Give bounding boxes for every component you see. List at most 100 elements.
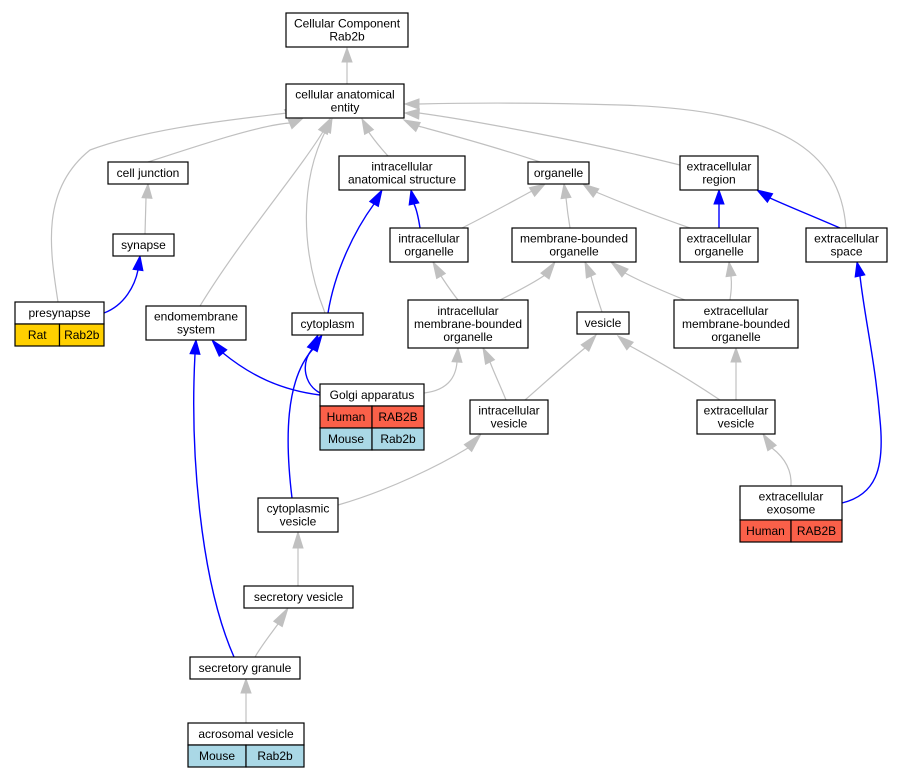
gene-label: RAB2B <box>378 410 417 424</box>
arrowhead <box>403 108 420 120</box>
edge-ext_org-to-ext_region <box>713 188 725 228</box>
node-cytoplasm[interactable]: cytoplasm <box>291 312 364 336</box>
edge-embo-to-ext_org <box>725 260 737 301</box>
arrowhead <box>755 189 774 204</box>
edge-line <box>841 275 882 504</box>
edge-line <box>199 129 325 307</box>
edge-ext_ves-to-vesicle <box>616 334 721 401</box>
node-synapse[interactable]: synapse <box>112 233 175 257</box>
species-row-rat: Rat Rab2b <box>14 323 105 347</box>
edge-line <box>729 275 733 301</box>
node-label: organelle <box>443 330 493 344</box>
node-sec-gran[interactable]: secretory granule <box>189 656 301 680</box>
node-label: presynapse <box>28 306 90 320</box>
arrowhead <box>272 606 290 628</box>
arrowhead <box>307 333 323 353</box>
node-cell-junction[interactable]: cell junction <box>107 161 189 185</box>
arrowhead <box>713 188 725 205</box>
edge-vesicle-to-mbo <box>584 260 603 313</box>
node-label: organelle <box>549 245 599 259</box>
node-box <box>257 497 339 533</box>
edge-line <box>222 352 321 396</box>
edge-ext_region-to-cae <box>403 108 681 166</box>
node-label: intracellular <box>437 304 498 318</box>
species-label: Rat <box>28 328 47 342</box>
edge-line <box>418 112 681 166</box>
edge-line <box>413 203 421 229</box>
node-box <box>407 299 529 349</box>
edge-ext_space-to-ext_region <box>755 189 841 229</box>
node-box <box>696 399 776 435</box>
edge-imbo-to-intra_org <box>432 260 459 301</box>
node-box <box>679 155 759 191</box>
arrowhead <box>320 117 333 135</box>
edge-ext_space-to-cae <box>403 98 847 229</box>
node-label: Rab2b <box>329 30 365 44</box>
arrowhead <box>292 530 304 549</box>
species-row-human: Human RAB2B <box>319 405 425 429</box>
arrowhead <box>580 333 598 353</box>
edge-line <box>417 125 541 163</box>
edge-embo-to-mbo <box>609 260 686 301</box>
node-label: cytoplasmic <box>267 502 330 516</box>
species-label: Human <box>327 410 366 424</box>
node-label: organelle <box>694 245 744 259</box>
gene-label: Rab2b <box>64 328 100 342</box>
node-box <box>469 399 549 435</box>
node-box <box>389 227 469 263</box>
edge-exosome-to-ext_space <box>841 260 882 504</box>
node-vesicle[interactable]: vesicle <box>576 311 630 335</box>
node-box <box>291 312 364 336</box>
gene-cell <box>790 519 843 543</box>
arrowhead <box>482 346 496 365</box>
edge-line <box>440 275 459 301</box>
edge-line <box>103 269 139 314</box>
node-label: system <box>177 323 215 337</box>
node-organelle[interactable]: organelle <box>527 161 590 185</box>
arrowhead <box>730 346 742 363</box>
edge-line <box>367 130 389 157</box>
edge-line <box>327 203 375 314</box>
arrowhead <box>132 254 144 272</box>
edge-cytoplasm-to-cae <box>305 117 333 314</box>
node-box <box>739 485 843 521</box>
node-box <box>285 12 409 48</box>
arrowhead <box>581 183 600 198</box>
node-label: organelle <box>711 330 761 344</box>
gene-cell <box>58 323 105 347</box>
node-label: organelle <box>404 245 454 259</box>
arrowhead <box>451 346 463 363</box>
node-sec-ves[interactable]: secretory vesicle <box>243 585 354 609</box>
arrowhead <box>368 188 383 208</box>
edge-line <box>50 112 288 303</box>
edge-ext_ves-to-embo <box>730 346 742 400</box>
node-box <box>673 299 799 349</box>
arrowhead <box>403 98 420 110</box>
edge-cyto_ves-to-cytoplasm <box>287 333 323 499</box>
node-label: secretory granule <box>199 661 292 675</box>
edge-golgi-to-imbo <box>423 346 463 394</box>
node-label: cellular anatomical <box>295 88 394 102</box>
edge-organelle-to-cae <box>402 119 541 163</box>
